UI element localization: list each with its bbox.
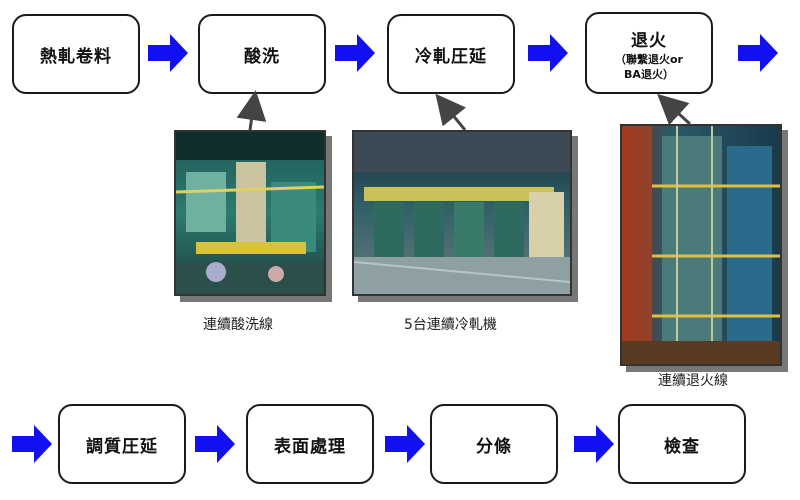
cold-mill-caption: 5台連續冷軋機 — [404, 317, 497, 333]
step-inspection: 檢查 — [618, 404, 746, 484]
cold-mill-connector-arrow-icon — [435, 93, 467, 131]
step-label: 冷軋圧延 — [415, 46, 487, 67]
step-hot-rolled-coil: 熱軋卷料 — [12, 14, 140, 94]
flow-arrow-icon — [385, 425, 425, 463]
annealing-line-photo — [620, 124, 782, 366]
flow-arrow-icon — [12, 425, 52, 463]
flow-arrow-icon — [148, 34, 188, 72]
step-sublabel-line2: BA退火） — [624, 67, 674, 81]
flow-arrow-icon — [738, 34, 778, 72]
step-label: 分條 — [476, 436, 512, 457]
annealing-connector-arrow-icon — [657, 93, 692, 126]
step-annealing: 退火 （聯繫退火or BA退火） — [585, 12, 713, 94]
flow-arrow-icon — [335, 34, 375, 72]
factory-image-icon — [622, 126, 780, 364]
step-label: 檢查 — [664, 436, 700, 457]
flow-arrow-icon — [574, 425, 614, 463]
step-label: 退火 — [631, 30, 667, 51]
step-label: 調質圧延 — [86, 436, 158, 457]
cold-mill-photo — [352, 130, 572, 296]
step-slitting: 分條 — [430, 404, 558, 484]
step-label: 熱軋卷料 — [40, 46, 112, 67]
step-sublabel-line1: （聯繫退火or — [615, 52, 683, 66]
step-pickling: 酸洗 — [198, 14, 326, 94]
annealing-line-caption: 連續退火線 — [658, 373, 728, 389]
pickling-connector-arrow-icon — [236, 90, 267, 131]
pickling-line-caption: 連續酸洗線 — [203, 317, 273, 333]
factory-image-icon — [176, 132, 324, 294]
flow-arrow-icon — [528, 34, 568, 72]
step-temper-rolling: 調質圧延 — [58, 404, 186, 484]
step-label: 酸洗 — [244, 46, 280, 67]
step-label: 表面處理 — [274, 436, 346, 457]
pickling-line-photo — [174, 130, 326, 296]
flow-arrow-icon — [195, 425, 235, 463]
factory-image-icon — [354, 132, 570, 294]
step-surface-treatment: 表面處理 — [246, 404, 374, 484]
step-cold-rolling: 冷軋圧延 — [387, 14, 515, 94]
